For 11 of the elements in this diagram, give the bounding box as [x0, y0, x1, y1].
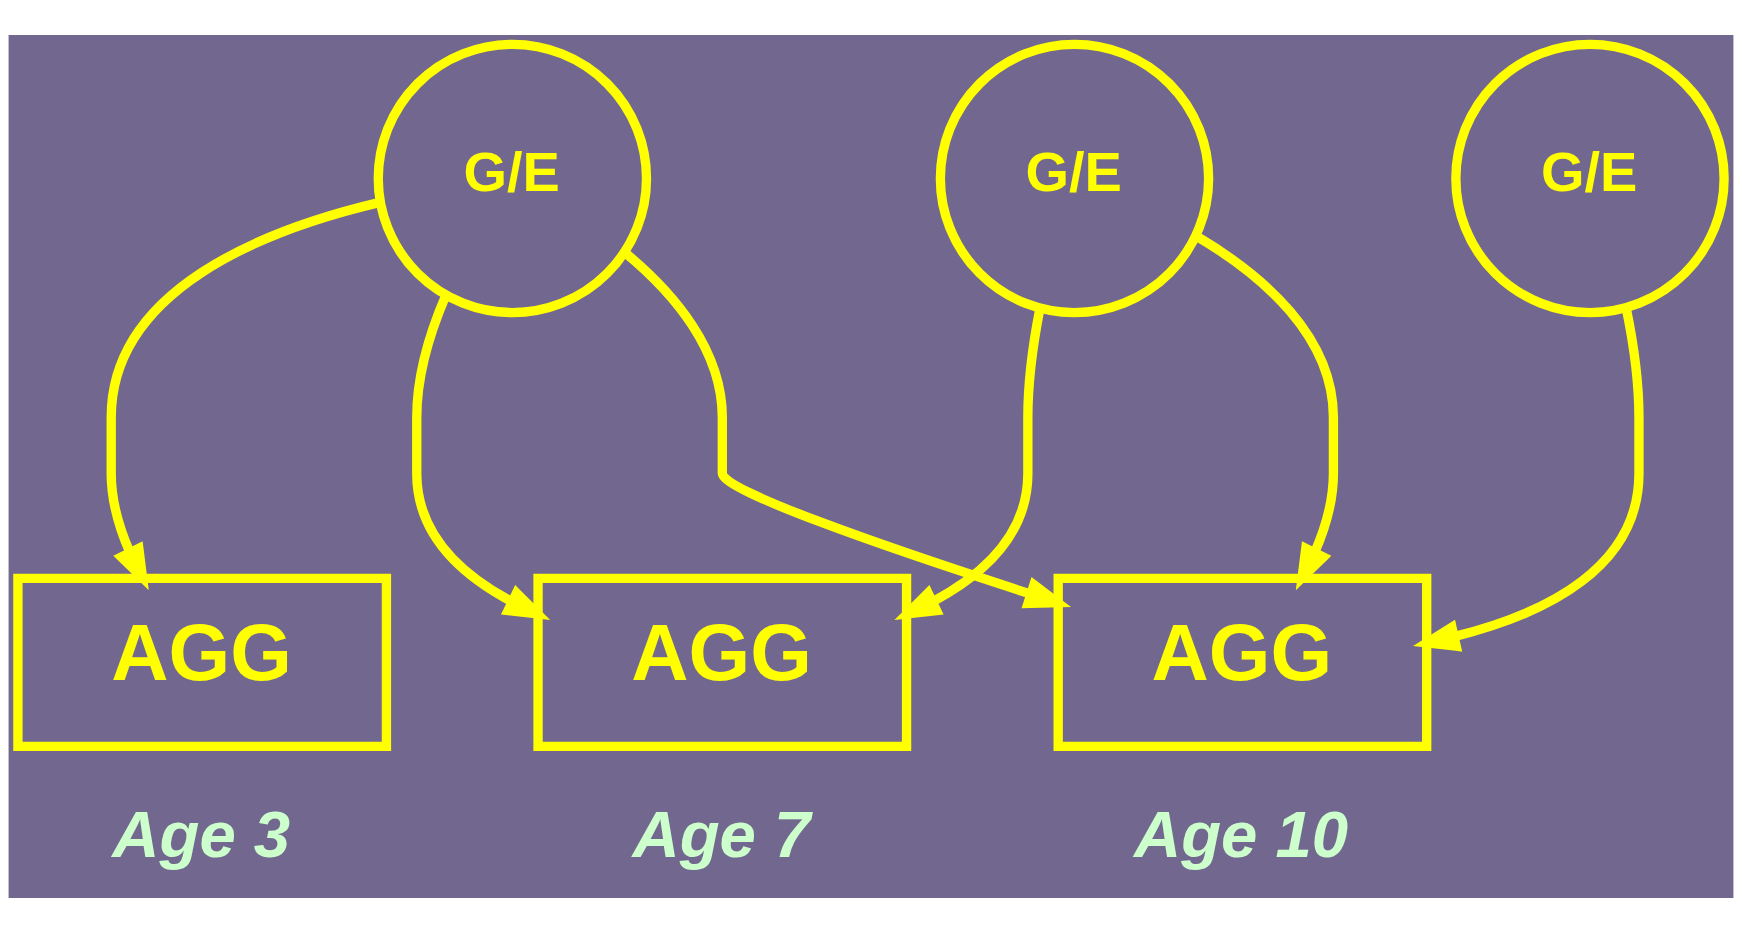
arrow — [1413, 307, 1644, 652]
node-box: AGG — [13, 573, 392, 752]
arrow — [412, 293, 551, 621]
node-circle: G/E — [935, 39, 1214, 318]
node-circle: G/E — [1451, 39, 1729, 318]
node-box: AGG — [533, 573, 912, 752]
node-label: Age 10 — [1133, 797, 1349, 871]
node-label: Age 3 — [112, 797, 291, 871]
node-box: AGG — [1053, 573, 1432, 752]
node-circle: G/E — [373, 39, 652, 318]
node-label: Age 7 — [632, 797, 811, 871]
